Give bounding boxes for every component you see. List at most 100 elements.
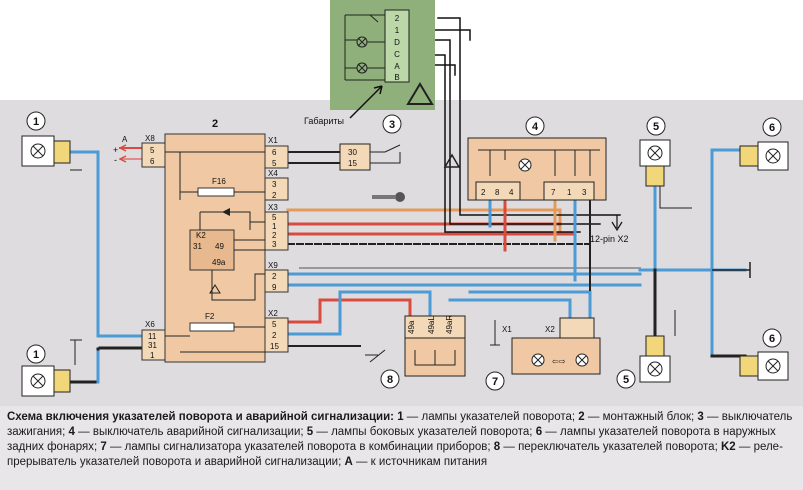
pin-label: 1 [150, 351, 155, 360]
caption-item: 3 — выключатель зажигания; [7, 411, 793, 438]
block-3-number: 3 [389, 119, 395, 131]
pin-label: 49aL [427, 316, 436, 334]
caption-title: Схема включения указателей поворота и ав… [7, 411, 394, 423]
pin-label: 8 [495, 188, 500, 197]
relay-pin-label: 49a [212, 258, 226, 267]
caption-item: A — к источникам питания [344, 456, 488, 468]
block-1-number: 1 [33, 349, 39, 361]
pin-label: 2 [272, 331, 277, 340]
source-minus-label: - [114, 155, 117, 165]
connector-x1-label: X1 [268, 136, 278, 145]
caption-item: 6 — лампы указателей поворота в наружных… [7, 426, 776, 453]
wire-blue-lamp1-top [68, 150, 144, 338]
label-gabarity: Габариты [304, 116, 344, 126]
block-5-side-lamp-bottom: 5 [616, 310, 676, 389]
pin-label: 2 [272, 191, 277, 200]
relay-k2-label: K2 [196, 231, 206, 240]
wire-x2-block8 [286, 298, 412, 324]
connector-x3-label: X3 [268, 203, 278, 212]
pin-label: 7 [551, 188, 556, 197]
pin-label: 15 [270, 342, 279, 351]
hazard-triangle-icon [443, 153, 461, 168]
block-4-hazard-switch: 4 2 8 4 7 1 3 [443, 116, 607, 201]
block-6-number: 6 [769, 333, 775, 345]
cluster-x1-label: X1 [502, 325, 512, 334]
fuse-f16-label: F16 [212, 177, 226, 186]
diagram-background [0, 100, 803, 406]
block-8-turn-switch: 49a 49aL 49aR 8 [365, 315, 466, 389]
caption-item: 8 — переключатель указателей поворота; [493, 441, 718, 453]
pin-label: 5 [272, 159, 277, 168]
source-plus-label: + [113, 145, 118, 155]
power-source-a: A + - [113, 135, 128, 165]
block-6-number: 6 [769, 122, 775, 134]
caption-background [0, 406, 803, 490]
inset-background [330, 0, 435, 110]
pin-label: 5 [150, 146, 155, 155]
caption-item: K2 — реле-прерыватель указателей поворот… [7, 441, 783, 468]
pin-label: 1 [272, 222, 277, 231]
pin-label: 3 [272, 240, 277, 249]
inset-connector: 2 1 D C A B [384, 9, 410, 83]
block-5-number: 5 [623, 374, 629, 386]
fuse-f2-label: F2 [205, 312, 215, 321]
pin-label: 4 [509, 188, 514, 197]
figure-caption: Схема включения указателей поворота и ав… [7, 410, 797, 470]
caption-item: 7 — лампы сигнализатора указателей повор… [100, 441, 491, 453]
arrow-icon [349, 85, 383, 119]
pin-label: 2 [272, 231, 277, 240]
block-1-front-lamp-top: 1 [21, 111, 82, 171]
pin-label: 5 [272, 320, 277, 329]
source-a-label: A [122, 135, 128, 144]
connector-x4-label: X4 [268, 169, 278, 178]
connector-x9-label: X9 [268, 261, 278, 270]
fuse-f16 [197, 187, 235, 197]
pin-label: 3 [582, 188, 587, 197]
relay-k2 [189, 229, 235, 271]
pin-label: 9 [272, 283, 277, 292]
block-4-number: 4 [532, 121, 539, 133]
relay-pin-label: 49 [215, 242, 224, 251]
arrow-icon [611, 215, 623, 232]
block-7-instrument-cluster: X1 X2 ⇦⇨ 7 [485, 317, 601, 391]
block-8-number: 8 [387, 374, 393, 386]
pin-label: 3 [272, 180, 277, 189]
pin-label: 15 [348, 159, 357, 168]
inset-pin-label: 2 [395, 14, 400, 23]
block-1-front-lamp-bottom: 1 [21, 339, 82, 397]
pin-label: 49a [407, 320, 416, 334]
pin-label: 1 [567, 188, 572, 197]
connector-x6-label: X6 [145, 320, 155, 329]
inset-pin-label: 1 [395, 26, 400, 35]
inset-switch: 2 1 D C A B Габариты [304, 0, 435, 126]
inset-pin-label: B [394, 73, 399, 82]
inset-lamp-icon [344, 14, 385, 81]
caption-item: 5 — лампы боковых указателей поворота; [306, 426, 533, 438]
inset-pin-label: D [394, 38, 400, 47]
caption-item: 2 — монтажный блок; [578, 411, 695, 423]
turn-lever-icon [365, 349, 386, 363]
fuse-f2 [189, 322, 235, 332]
block-5-number: 5 [653, 121, 659, 133]
cluster-x2-label: X2 [545, 325, 555, 334]
inset-pin-label: C [394, 50, 400, 59]
relay-pin-label: 31 [193, 242, 202, 251]
pin-label: 6 [272, 148, 277, 157]
connector-x2-label: X2 [268, 309, 278, 318]
pin-label: 2 [481, 188, 486, 197]
pin-label: 49aR [445, 315, 454, 334]
block-5-side-lamp-top: 5 [639, 116, 692, 209]
key-icon [372, 192, 405, 202]
block-1-number: 1 [33, 116, 39, 128]
block-2-mounting-block: 2 X8 5 6 X6 11 31 1 X1 6 5 X4 3 2 X3 5 1… [141, 118, 289, 363]
block-6-rear-lamp-top: 6 [739, 117, 789, 171]
pin-label: 5 [272, 213, 277, 222]
block-3-ignition-switch: 3 30 15 [339, 114, 405, 202]
pin-label: 2 [272, 272, 277, 281]
block-7-number: 7 [492, 376, 498, 388]
hazard-triangle-icon [406, 82, 434, 105]
annotation-12pin-x2: 12-pin X2 [590, 234, 629, 244]
wire-inset-vertical [437, 17, 621, 216]
